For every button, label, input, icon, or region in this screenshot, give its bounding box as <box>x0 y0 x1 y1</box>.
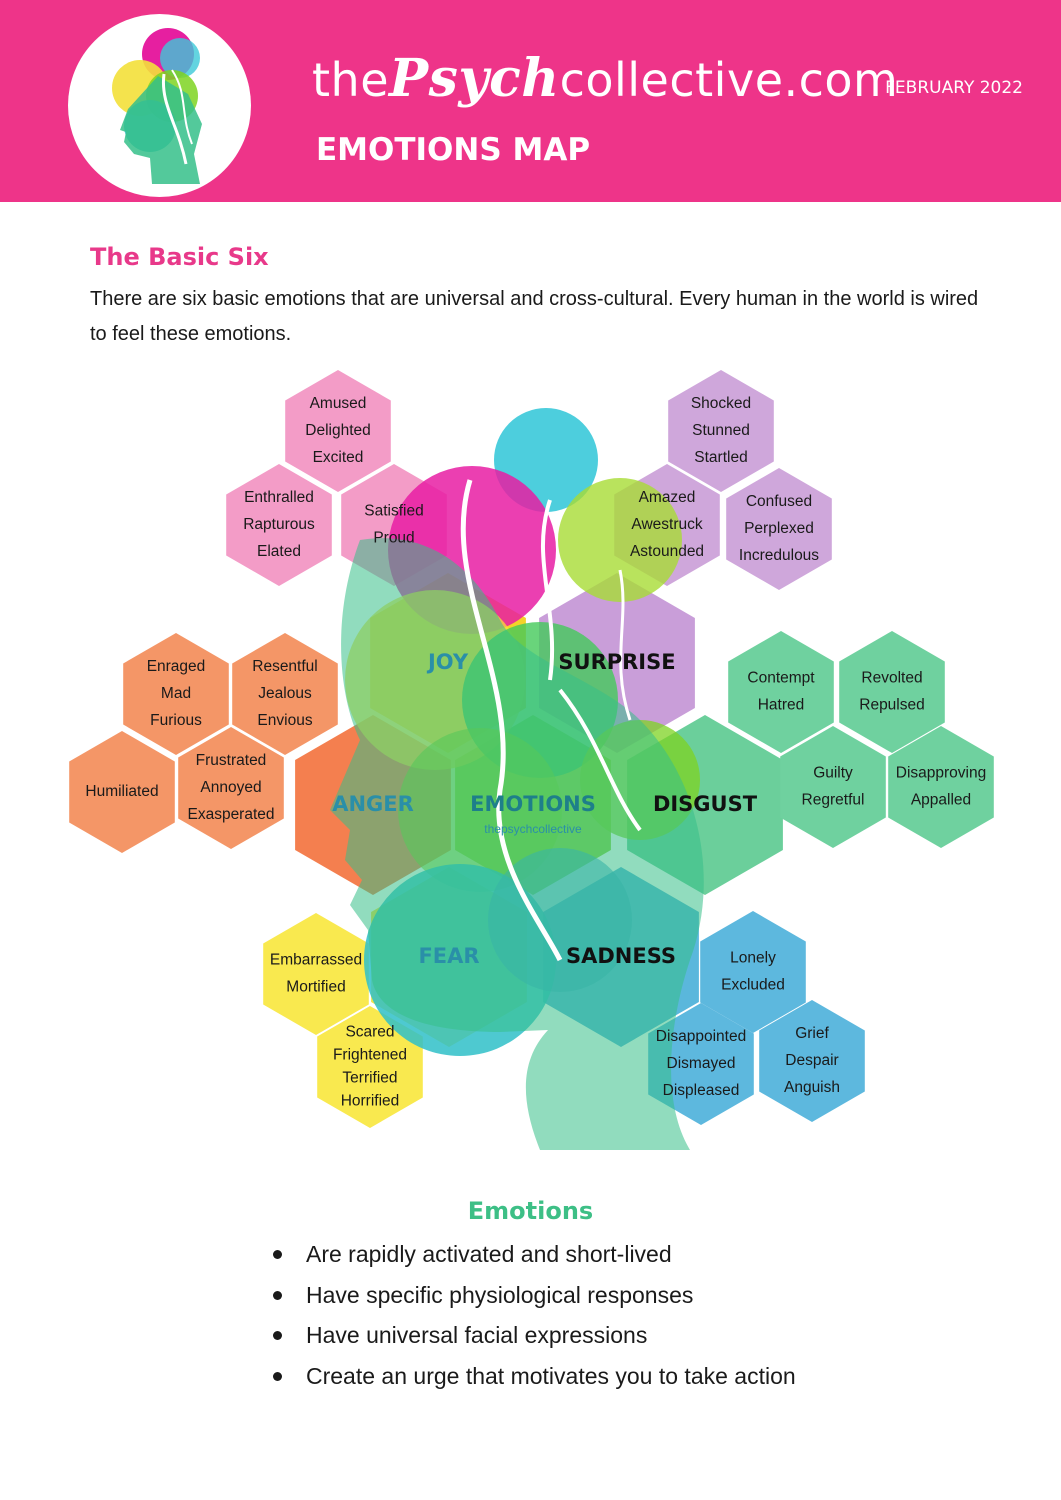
emotion-hex <box>888 726 994 848</box>
emotion-label: Horrified <box>341 1093 400 1110</box>
emotions-map: JOY SURPRISE ANGER DISGUST FEAR SADNESS EMOTIO… <box>69 370 994 1150</box>
emotion-hex <box>728 631 834 753</box>
list-item: Are rapidly activated and short-lived <box>270 1234 796 1275</box>
section-heading: The Basic Six <box>90 243 269 271</box>
core-label-anger: ANGER <box>332 792 414 816</box>
emotion-label: Contempt <box>747 670 815 687</box>
brand-script: Psych <box>389 48 560 109</box>
emotion-label: Dismayed <box>667 1055 736 1072</box>
emotion-label: Disappointed <box>656 1028 746 1045</box>
head-silhouette-icon <box>330 408 704 1150</box>
emotion-hex <box>123 633 229 755</box>
core-label-fear: FEAR <box>418 944 479 968</box>
emotion-label: Anguish <box>784 1079 840 1096</box>
emotion-hex <box>668 370 774 492</box>
center-sublabel: thepsychcollective <box>484 822 582 836</box>
list-item: Have specific physiological responses <box>270 1275 796 1316</box>
header-banner: thePsychcollective.com EMOTIONS MAP FEBR… <box>0 0 1061 202</box>
emotion-hex <box>700 911 806 1033</box>
emotion-hex <box>726 468 832 590</box>
list-item: Have universal facial expressions <box>270 1315 796 1356</box>
emotion-label: Hatred <box>758 697 805 714</box>
bullet-icon <box>273 1331 282 1340</box>
emotion-label: Shocked <box>691 395 751 412</box>
emotion-label: Appalled <box>911 792 971 809</box>
logo <box>68 14 251 197</box>
emotion-label: Amazed <box>639 489 696 506</box>
emotion-label: Scared <box>345 1024 394 1041</box>
center-label: EMOTIONS <box>470 792 596 816</box>
emotion-label: Amused <box>310 395 367 412</box>
emotion-label: Elated <box>257 543 301 560</box>
emotion-label: Furious <box>150 712 202 729</box>
bullet-icon <box>273 1290 282 1300</box>
emotion-label: Revolted <box>861 670 922 687</box>
emotion-label: Enthralled <box>244 489 314 506</box>
emotion-label: Repulsed <box>859 697 925 714</box>
emotions-heading: Emotions <box>467 1197 594 1225</box>
emotion-label: Embarrassed <box>270 952 362 969</box>
page-title: EMOTIONS MAP <box>316 132 591 168</box>
emotion-hex <box>759 1000 865 1122</box>
emotion-hex <box>839 631 945 753</box>
list-item: Create an urge that motivates you to tak… <box>270 1356 796 1397</box>
emotions-list: Are rapidly activated and short-lived Ha… <box>270 1234 796 1396</box>
bullet-icon <box>273 1371 282 1381</box>
emotion-hex <box>232 633 338 755</box>
emotion-label: Lonely <box>730 950 776 967</box>
emotion-hex <box>69 731 175 853</box>
emotion-label: Envious <box>257 712 312 729</box>
emotion-hex <box>226 464 332 586</box>
emotion-label: Grief <box>795 1025 829 1042</box>
emotion-hex <box>648 1003 754 1125</box>
emotion-hex <box>780 726 886 848</box>
emotion-label: Frustrated <box>196 752 267 769</box>
emotion-label: Mortified <box>286 979 345 996</box>
emotion-label: Satisfied <box>364 503 423 520</box>
emotion-label: Delighted <box>305 422 371 439</box>
emotion-label: Stunned <box>692 422 750 439</box>
emotion-label: Displeased <box>663 1082 740 1099</box>
emotion-hex <box>317 1006 423 1128</box>
emotion-label: Terrified <box>342 1070 397 1087</box>
emotion-label: Proud <box>373 530 414 547</box>
core-label-surprise: SURPRISE <box>558 650 675 674</box>
core-label-disgust: DISGUST <box>653 792 758 816</box>
emotion-label: Excited <box>313 449 364 466</box>
emotion-label: Startled <box>694 449 747 466</box>
core-label-joy: JOY <box>426 650 469 674</box>
brand-name: thePsychcollective.com <box>312 48 899 109</box>
emotion-label: Regretful <box>802 792 865 809</box>
core-label-sadness: SADNESS <box>566 944 676 968</box>
emotion-label: Guilty <box>813 765 853 782</box>
intro-paragraph: There are six basic emotions that are un… <box>90 288 979 345</box>
head-logo-icon <box>112 28 202 184</box>
emotion-label: Confused <box>746 493 812 510</box>
emotion-label: Perplexed <box>744 520 814 537</box>
emotion-label: Awestruck <box>631 516 702 533</box>
emotion-label: Jealous <box>258 685 312 702</box>
emotion-label: Disapproving <box>896 765 986 782</box>
emotion-label: Despair <box>785 1052 838 1069</box>
emotion-label: Exasperated <box>187 806 274 823</box>
emotion-label: Annoyed <box>200 779 261 796</box>
emotion-hex <box>178 727 284 849</box>
date-label: FEBRUARY 2022 <box>885 78 1023 98</box>
emotion-label: Incredulous <box>739 547 819 564</box>
emotion-label: Humiliated <box>85 783 158 800</box>
emotion-label: Mad <box>161 685 191 702</box>
emotion-label: Rapturous <box>243 516 315 533</box>
bullet-icon <box>273 1250 282 1259</box>
emotion-label: Frightened <box>333 1047 407 1064</box>
emotion-label: Astounded <box>630 543 704 560</box>
emotion-label: Resentful <box>252 658 317 675</box>
emotion-label: Enraged <box>147 658 206 675</box>
emotion-hex <box>285 370 391 492</box>
emotion-label: Excluded <box>721 977 785 994</box>
emotion-hex <box>263 913 369 1035</box>
